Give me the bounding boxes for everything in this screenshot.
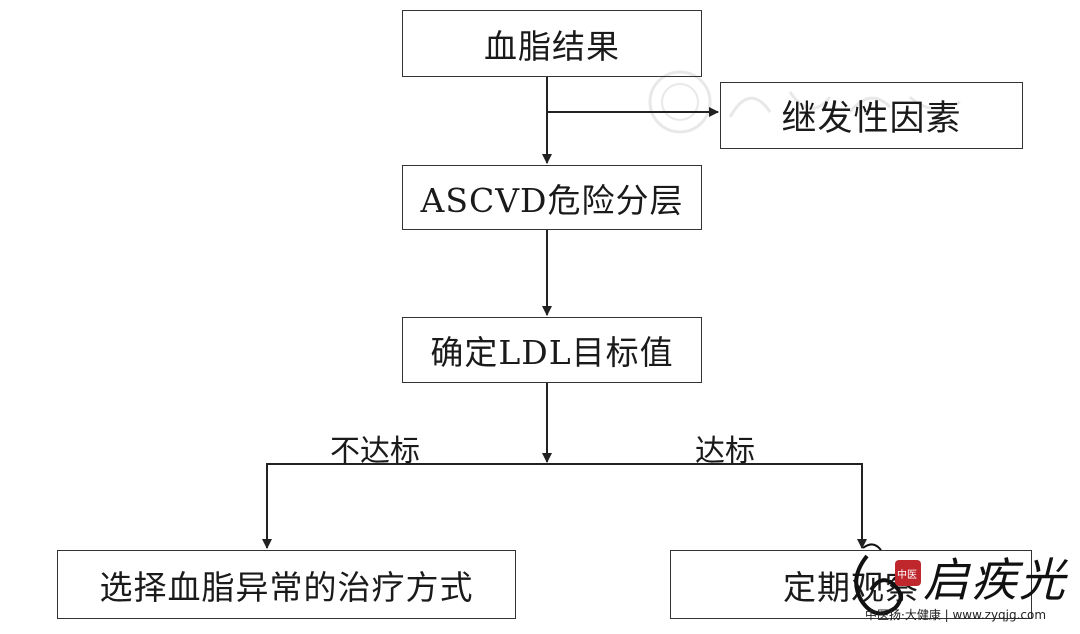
edge-label-not-met: 不达标 — [330, 434, 420, 469]
logo-badge-text: 中医 — [897, 570, 917, 581]
node-ldl-target: 确定LDL目标值 — [402, 317, 702, 383]
logo-site-text: 中医扬·大健康 | www.zyqjg.com — [865, 608, 1047, 622]
node-choose-treatment: 选择血脂异常的治疗方式 — [57, 550, 516, 619]
node-ascvd-stratification: ASCVD危险分层 — [402, 165, 702, 230]
background-watermark — [648, 70, 961, 134]
logo-emblem — [854, 543, 921, 616]
edge-branch-met — [547, 463, 867, 549]
logo-badge-icon — [895, 560, 921, 586]
node-ascvd-stratification-label: ASCVD危险分层 — [420, 180, 684, 220]
site-logo-watermark: 中医 启疾光 中医扬·大健康 | www.zyqjg.com — [845, 538, 1080, 630]
edge-branch-not-met — [262, 463, 547, 549]
logo-characters: 启疾光 — [923, 553, 1067, 607]
node-lipid-result: 血脂结果 — [402, 10, 702, 77]
node-choose-treatment-label: 选择血脂异常的治疗方式 — [99, 567, 474, 607]
node-ldl-target-label: 确定LDL目标值 — [430, 333, 674, 372]
edge-label-met: 达标 — [695, 434, 755, 469]
node-secondary-factors: 继发性因素 — [720, 82, 1023, 149]
node-secondary-factors-label: 继发性因素 — [781, 99, 962, 139]
node-lipid-result-label: 血脂结果 — [484, 26, 620, 66]
